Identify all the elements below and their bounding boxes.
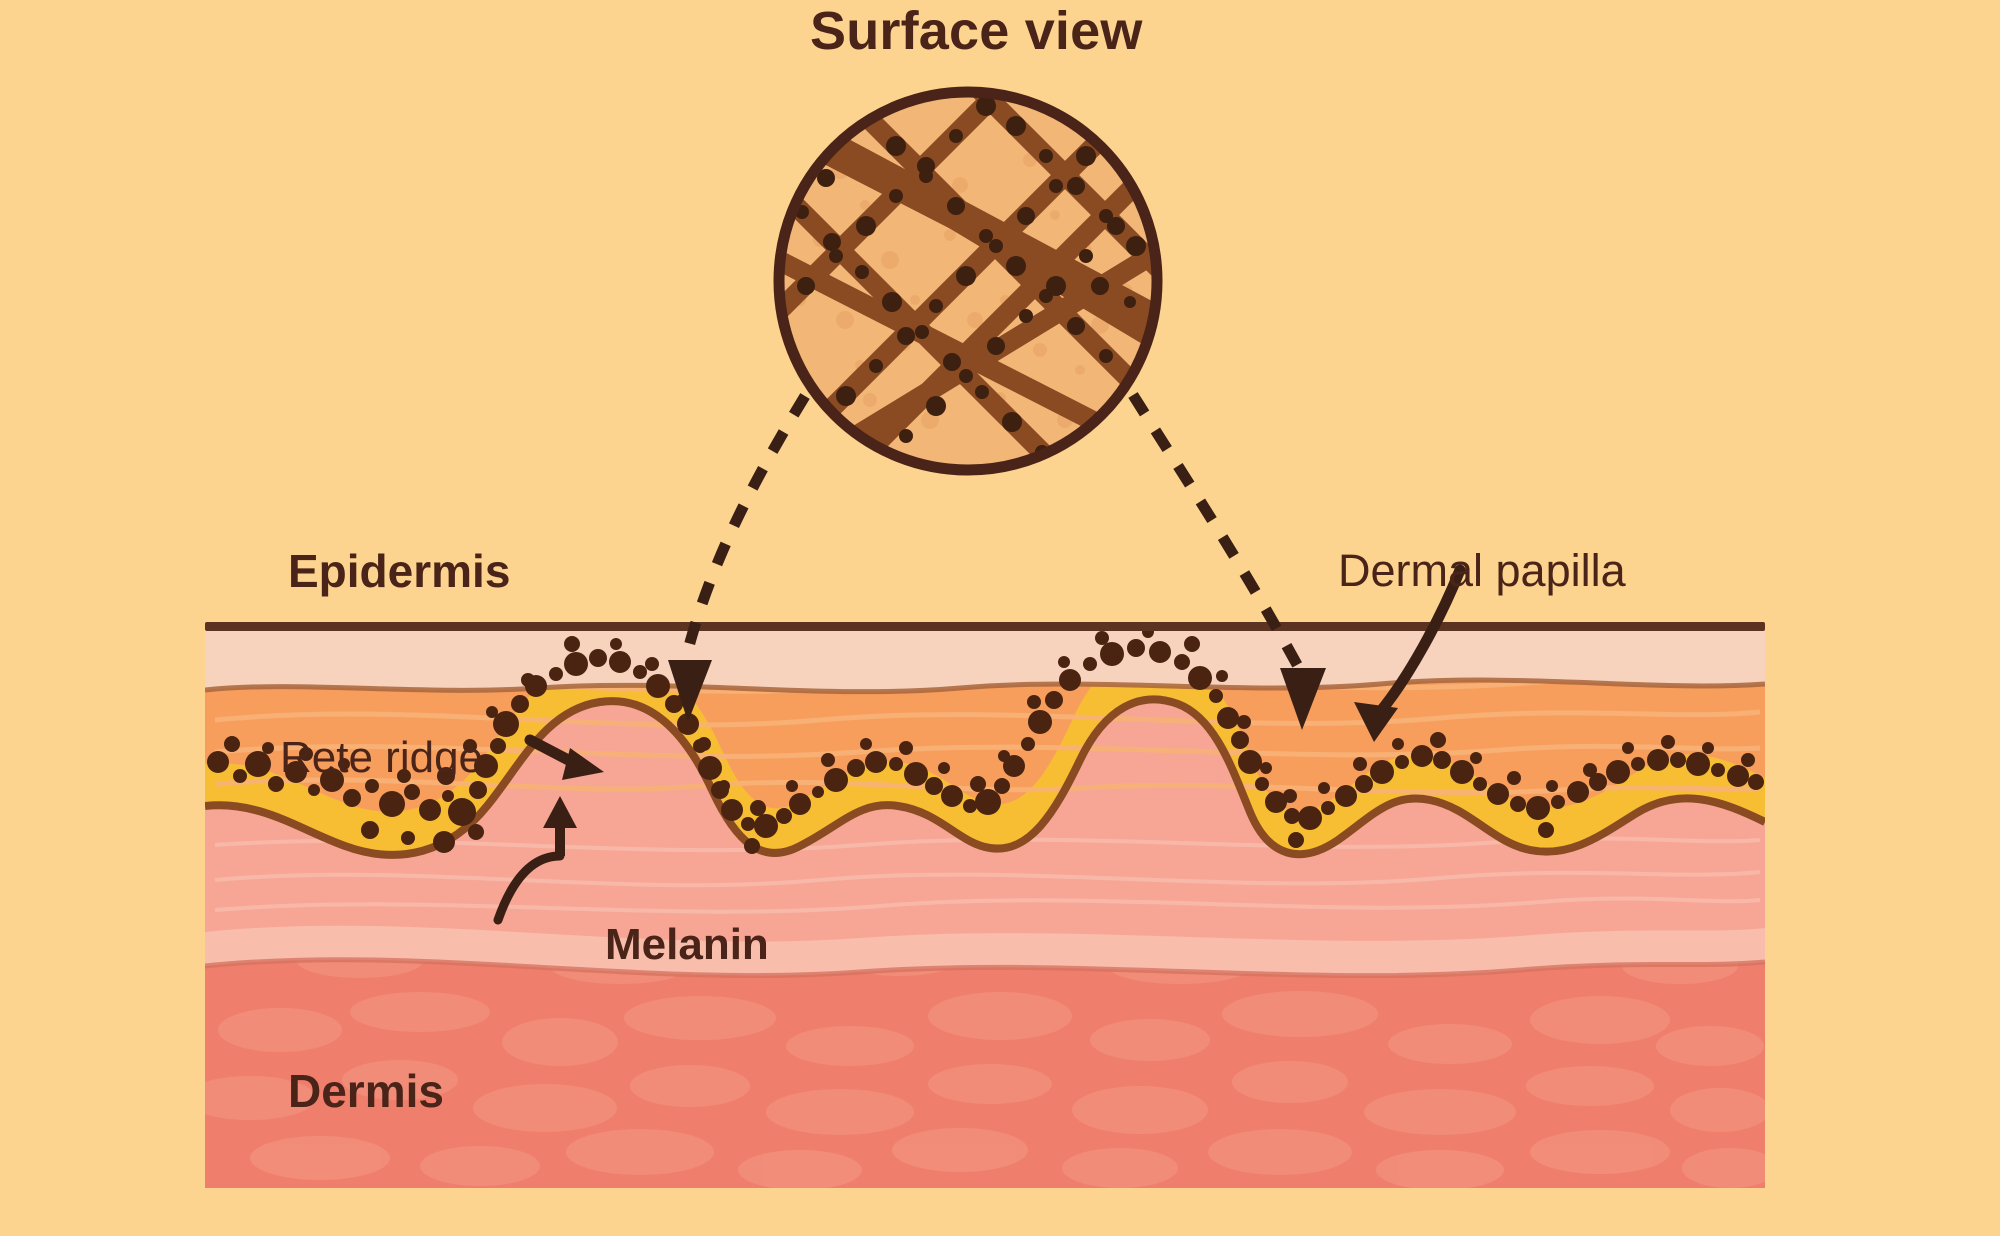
melanin-arrow-head — [543, 796, 577, 828]
label-rete-ridge: Rete ridge — [280, 733, 484, 782]
connectors — [493, 392, 1466, 925]
label-dermis: Dermis — [288, 1065, 444, 1117]
stratum-corneum — [205, 628, 1765, 692]
dermal-light-band — [205, 923, 1765, 976]
melanin-arrow-shaft — [493, 851, 565, 925]
melanin-granules — [207, 626, 1764, 854]
dashed-leader-left-arrowhead — [668, 660, 712, 722]
label-epidermis: Epidermis — [288, 545, 511, 597]
label-dermal-papilla: Dermal papilla — [1338, 545, 1626, 596]
skin-block — [205, 625, 1765, 1188]
dermal-papilla-arrow-shaft — [1374, 564, 1466, 718]
dashed-leader-right-arrowhead — [1280, 668, 1326, 730]
basal-layer — [205, 652, 1765, 855]
skin-surface-line — [205, 622, 1765, 631]
rete-ridge-arrow-head — [562, 748, 604, 780]
label-melanin: Melanin — [605, 920, 769, 969]
dashed-leader-right — [1128, 392, 1305, 673]
surface-view-circle — [773, 86, 1163, 476]
dermal-papilla-arrow-head — [1354, 702, 1398, 742]
page-title: Surface view — [810, 1, 1143, 61]
dashed-leader-left — [680, 393, 810, 660]
dermis-boundary-line — [205, 957, 1765, 979]
stratum-corneum-boundary — [205, 677, 1765, 695]
